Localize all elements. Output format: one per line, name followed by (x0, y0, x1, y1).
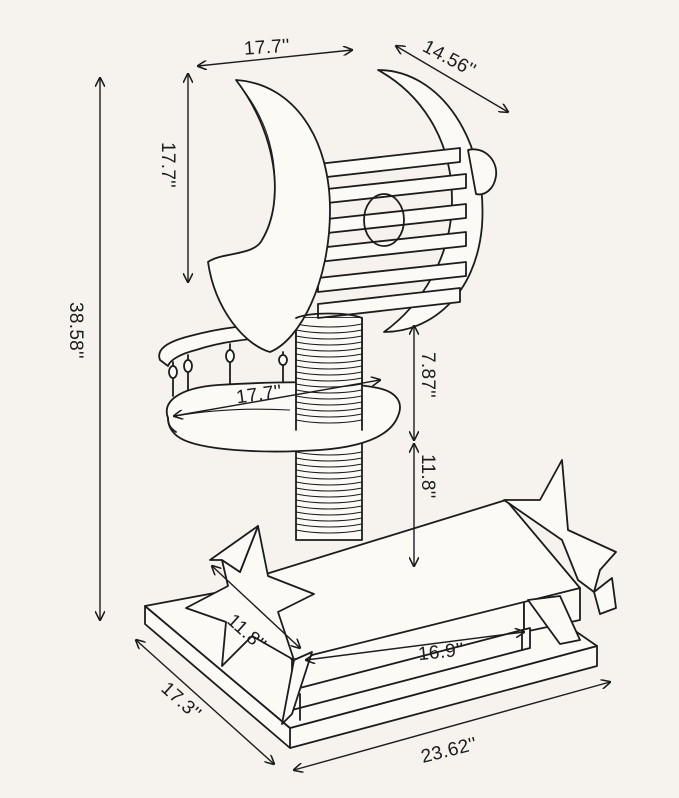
sisal-ring (295, 469, 363, 474)
sisal-ring (295, 323, 363, 328)
moon-wheel (207, 69, 497, 353)
dim-line-top-depth (396, 46, 508, 112)
label-moon-height: 17.7'' (157, 142, 178, 188)
dim-line-base-width (294, 682, 610, 770)
sisal-ring (295, 347, 363, 352)
sisal-ring (295, 451, 363, 456)
sisal-ring (295, 517, 363, 522)
sisal-ring (295, 371, 363, 376)
sisal-ring (295, 511, 363, 516)
sisal-ring (295, 529, 363, 534)
dim-line-platform-width (174, 380, 380, 416)
label-top-depth: 14.56'' (419, 36, 479, 81)
label-post-lower: 11.8'' (417, 454, 438, 499)
wheel-slat (317, 203, 467, 235)
wheel-slat (317, 147, 461, 179)
sisal-ring (295, 493, 363, 498)
sisal-ring (295, 329, 363, 334)
sisal-ring (295, 419, 363, 424)
dim-line-base-star (212, 566, 300, 648)
sisal-ring (295, 475, 363, 480)
label-base-width: 23.62'' (419, 734, 479, 768)
sisal-ring (295, 505, 363, 510)
label-top-width: 17.7'' (243, 36, 290, 60)
sisal-ring (295, 523, 363, 528)
round-platform (165, 381, 401, 453)
post-on-platform (295, 317, 363, 431)
right-star (503, 459, 617, 615)
label-bed-width: 16.9'' (417, 640, 465, 666)
sisal-ring (295, 365, 363, 370)
sisal-ring (295, 499, 363, 504)
label-base-depth: 17.3'' (157, 678, 205, 724)
label-total-height: 38.58'' (65, 302, 86, 359)
wheel-slat (317, 173, 467, 205)
sisal-ring (295, 463, 363, 468)
label-post-upper: 7.87'' (417, 352, 438, 398)
sisal-ring (295, 353, 363, 358)
dim-line-top-width (198, 50, 352, 66)
sisal-ring (295, 359, 363, 364)
sisal-ring (295, 457, 363, 462)
dim-line-bed-width (306, 632, 524, 660)
dim-line-base-depth (136, 640, 274, 764)
dimension-lines (100, 46, 610, 770)
sisal-ring (295, 335, 363, 340)
sisal-ring (295, 341, 363, 346)
sisal-ring (295, 487, 363, 492)
sisal-ring (295, 481, 363, 486)
